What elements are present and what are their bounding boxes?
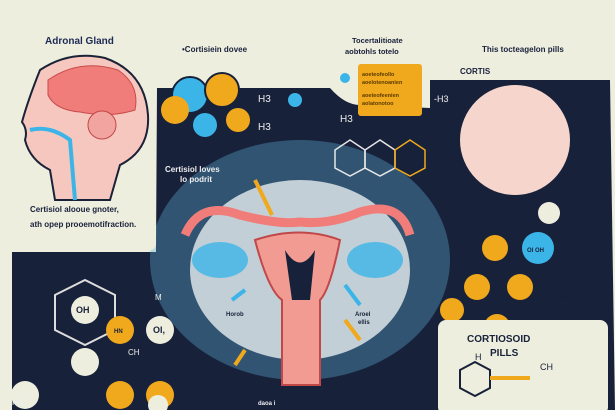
molecule-left: [11, 278, 174, 410]
oh-label: OH: [76, 305, 90, 315]
hf-f-label: F: [598, 274, 604, 284]
cortisol-doses-label: •Cortisiein dovee: [182, 45, 248, 54]
h3-label-d: -H3: [434, 94, 449, 104]
note-line-1: aoeteofeollo: [362, 72, 395, 78]
cortisol-levels-label-2: lo podrit: [180, 175, 212, 184]
card-text-2: ath opep prooemotifraction.: [30, 220, 136, 229]
pill-circle: [460, 85, 570, 195]
note-line-2: aoelotenoanien: [362, 80, 403, 86]
note-line-4: aolatonotoo: [362, 101, 394, 107]
adrenal-gland-label: Adronal Gland: [45, 36, 114, 47]
hf-h-label: H: [580, 262, 587, 272]
m-label: M: [155, 293, 162, 302]
hs-label: HS: [12, 398, 23, 407]
bottom-label: daoa i: [258, 401, 276, 407]
hn-label: HN: [114, 329, 123, 335]
corticosteroid-pills-box: [438, 320, 608, 410]
arcel-label-2: ellis: [358, 320, 370, 326]
note-line-3: aoeteofeenien: [362, 93, 400, 99]
uterus-illustration: [180, 204, 415, 386]
top-center-label-2: aobtohls totelo: [345, 47, 399, 56]
pills-title: This tocteagelon pills: [482, 45, 564, 54]
head-illustration: [20, 54, 150, 201]
note-box: [358, 64, 422, 116]
ch-label: CH: [128, 348, 140, 357]
benzene-ring: [459, 360, 491, 398]
pills-ch-label: CH: [540, 362, 553, 372]
molecule-top: [161, 72, 350, 137]
pills-h-label: H: [475, 352, 482, 362]
arcel-label-1: Aroel: [355, 312, 371, 318]
pills-box-title-1: CORTIOSOID: [467, 334, 530, 345]
horob-label: Horob: [226, 312, 244, 318]
top-center-label-1: Tocertalitioate: [352, 36, 403, 45]
dark-panel-left: [12, 252, 172, 410]
h3-label-b: H3: [258, 122, 271, 133]
ol-oh-label: OI OH: [527, 248, 544, 254]
cortis-label: CORTIS: [460, 67, 491, 76]
pills-box-title-2: PILLS: [490, 348, 519, 359]
steroid-rings: [334, 139, 426, 177]
h3-label-c: H3: [340, 114, 353, 125]
h3-label-a: H3: [258, 94, 271, 105]
ol-oo-label: OI, oo: [548, 295, 567, 302]
arrows: [230, 179, 362, 367]
cortisol-levels-label-1: Certisiol loves: [165, 165, 220, 174]
card-text-1: Certisiol alooue gnoter,: [30, 205, 119, 214]
ol-label: OI,: [153, 325, 165, 335]
